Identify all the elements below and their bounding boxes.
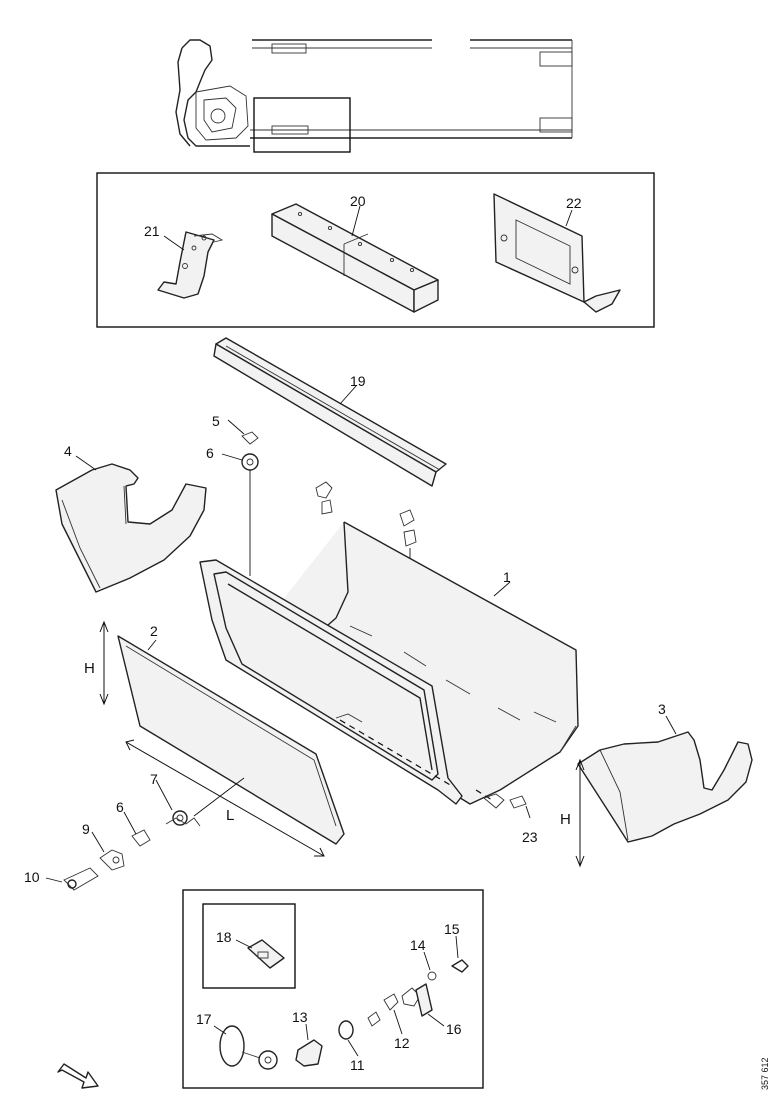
callout-14: 14	[410, 937, 426, 953]
callout-6-top: 6	[206, 445, 214, 461]
callout-13: 13	[292, 1009, 308, 1025]
callout-20: 20	[350, 193, 366, 209]
dimension-lines: H L H	[84, 620, 585, 868]
mounting-brackets-detail	[96, 172, 655, 328]
callout-6-lock: 6	[116, 799, 124, 815]
screw-23	[483, 793, 531, 819]
callout-9: 9	[82, 821, 90, 837]
callout-leaders	[45, 205, 677, 1057]
callout-10: 10	[24, 869, 40, 885]
callout-2: 2	[150, 623, 158, 639]
callout-4: 4	[64, 443, 72, 459]
callout-3: 3	[658, 701, 666, 717]
callout-1: 1	[503, 569, 511, 585]
callout-21: 21	[144, 223, 160, 239]
cover-frame	[199, 559, 463, 805]
dimension-h-left: H	[84, 660, 95, 677]
hatch-2	[117, 635, 493, 845]
dimension-l: L	[226, 807, 234, 824]
callout-18: 18	[216, 929, 232, 945]
callout-labels: 1 2 3 4 5 6 7 6 9 10 11 12 13 14 15 16 1…	[24, 193, 666, 1073]
dimension-h-right: H	[560, 811, 571, 828]
bracket-21	[157, 231, 224, 299]
rail-19	[213, 337, 447, 487]
direction-arrow	[57, 1063, 99, 1089]
lock-assembly	[63, 777, 245, 891]
callout-11: 11	[350, 1057, 365, 1073]
callout-16: 16	[446, 1021, 462, 1037]
callout-5: 5	[212, 413, 220, 429]
lock-detail	[182, 889, 484, 1089]
callout-22: 22	[566, 195, 582, 211]
plate-22	[493, 193, 621, 313]
callout-17: 17	[196, 1011, 212, 1027]
truck-chassis-overview	[175, 39, 573, 153]
beam-20	[271, 203, 439, 313]
callout-19: 19	[350, 373, 366, 389]
callout-7: 7	[150, 771, 158, 787]
callout-12: 12	[394, 1035, 410, 1051]
document-number: 357 612	[760, 1057, 770, 1090]
callout-15: 15	[444, 921, 460, 937]
highlight-frame	[253, 97, 351, 153]
side-deflector-4	[55, 463, 207, 593]
side-deflector-3	[577, 731, 753, 843]
callout-23: 23	[522, 829, 538, 845]
